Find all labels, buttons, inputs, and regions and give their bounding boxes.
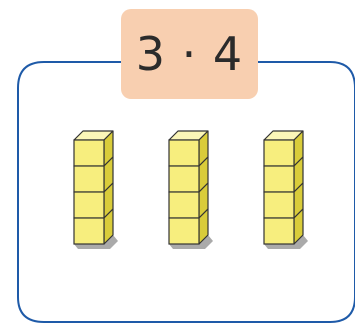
expression-text: 3 · 4 bbox=[135, 27, 244, 81]
cube-front-face bbox=[73, 191, 105, 219]
cube-front-face bbox=[168, 191, 200, 219]
cube-rod bbox=[263, 130, 308, 249]
cube-front-face bbox=[263, 217, 295, 245]
cube-front-face bbox=[73, 165, 105, 193]
frame-outline bbox=[17, 61, 355, 323]
cube-front-face bbox=[73, 139, 105, 167]
cube-front-face bbox=[168, 217, 200, 245]
rod-shadow bbox=[264, 235, 308, 249]
cube-rod bbox=[168, 130, 213, 249]
cube-front-face bbox=[263, 165, 295, 193]
expression-label: 3 · 4 bbox=[121, 9, 258, 99]
cube-front-face bbox=[168, 139, 200, 167]
rod-shadow bbox=[169, 235, 213, 249]
cube-rods bbox=[73, 130, 308, 249]
rod-shadow bbox=[74, 235, 118, 249]
cube-front-face bbox=[263, 191, 295, 219]
cube-front-face bbox=[168, 165, 200, 193]
cube-front-face bbox=[73, 217, 105, 245]
cube-front-face bbox=[263, 139, 295, 167]
cube-rod bbox=[73, 130, 118, 249]
